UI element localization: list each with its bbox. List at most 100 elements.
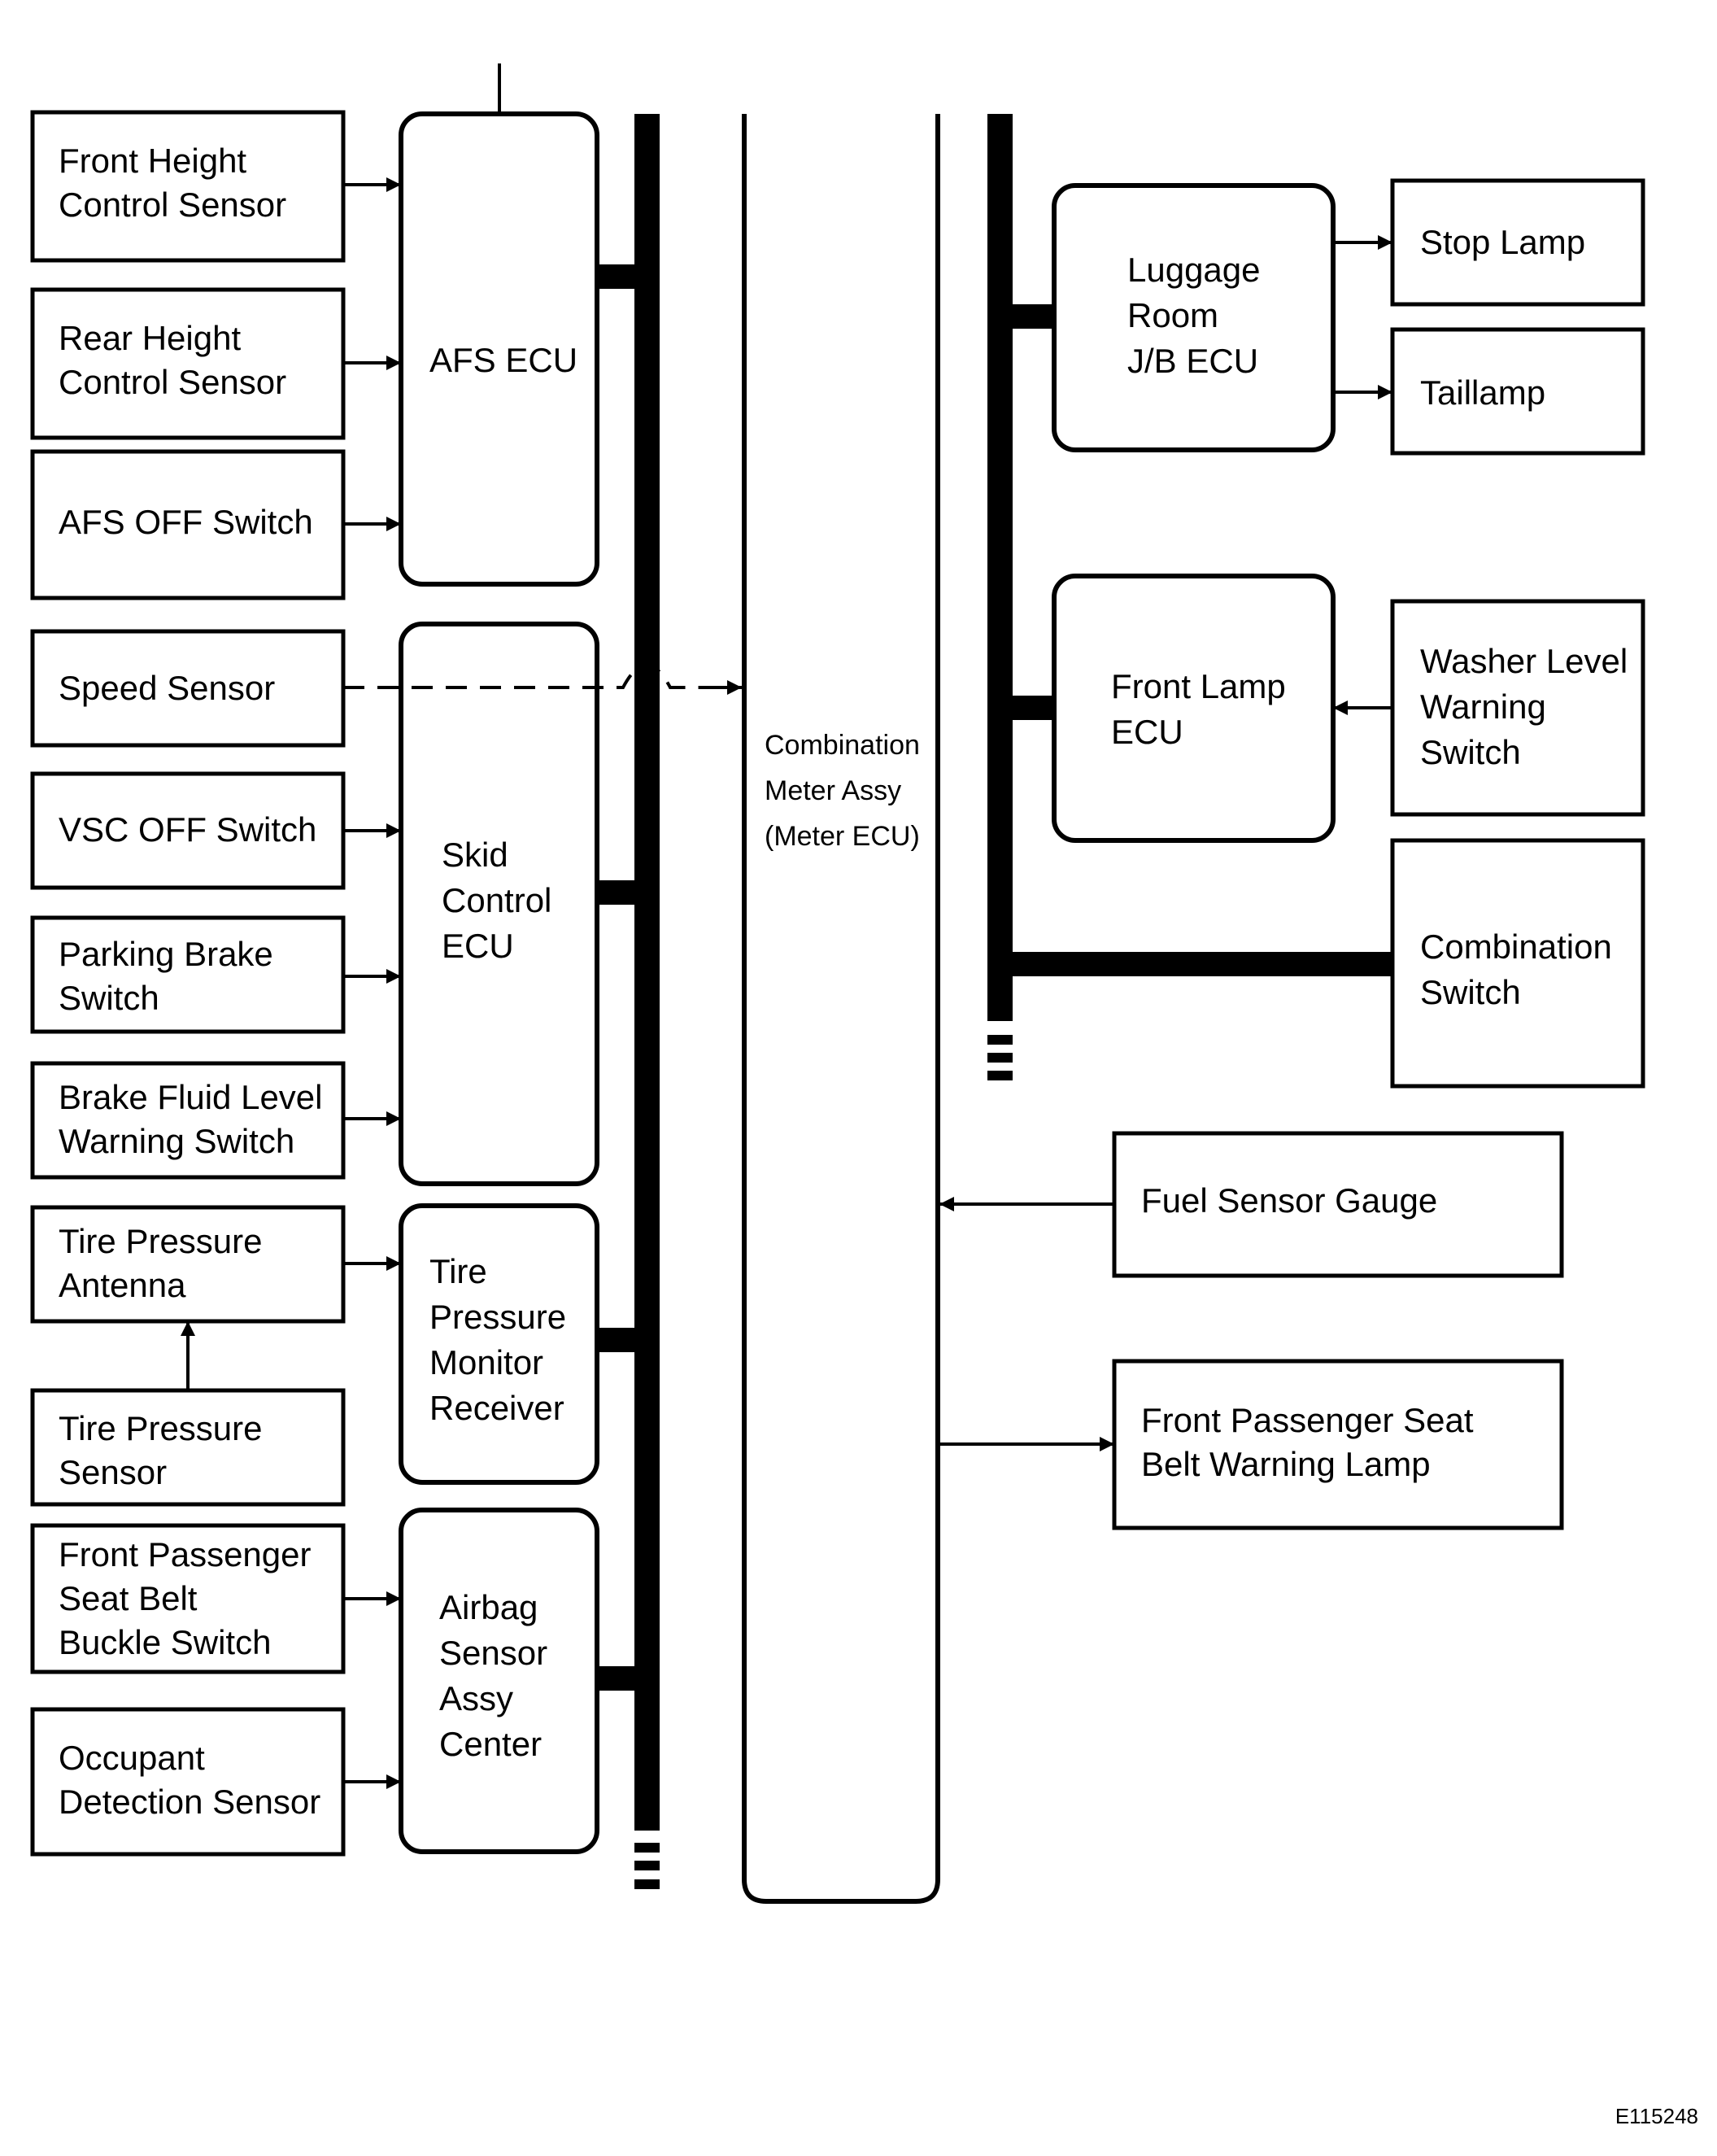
combination-meter-box	[742, 114, 940, 1904]
airbag-bus-stub	[597, 1666, 638, 1691]
fuel-sensor-gauge-label: Fuel Sensor Gauge	[1141, 1181, 1437, 1220]
label-line: Tire	[429, 1252, 487, 1290]
label-line: Buckle Switch	[59, 1623, 271, 1661]
label-line: Assy	[439, 1679, 513, 1717]
luggage-room-ecu-box	[1052, 183, 1336, 452]
skid-control-ecu-box	[399, 622, 599, 1186]
label-line: Tire Pressure	[59, 1222, 263, 1260]
label-line: Monitor	[429, 1343, 543, 1381]
vsc-off-switch-box	[30, 771, 346, 890]
label-line: Tire Pressure	[59, 1409, 263, 1447]
label-line: AFS OFF Switch	[59, 503, 313, 541]
label-line: Front Lamp	[1111, 667, 1286, 705]
label-line: Switch	[59, 979, 159, 1017]
tire-pressure-receiver-box	[399, 1203, 599, 1485]
label-line: Speed Sensor	[59, 669, 275, 707]
label-line: Detection Sensor	[59, 1783, 320, 1821]
speed-sensor-label: Speed Sensor	[59, 669, 275, 707]
stop-lamp-box	[1390, 178, 1645, 307]
tire-pressure-antenna-box	[30, 1205, 346, 1324]
fuel-sensor-gauge-box	[1112, 1131, 1564, 1278]
luggage-bus-stub	[1009, 304, 1054, 329]
parking-brake-switch-box	[30, 915, 346, 1034]
label-line: Warning Switch	[59, 1122, 294, 1160]
label-line: ECU	[1111, 713, 1183, 751]
label-line: Sensor	[439, 1634, 547, 1672]
label-line: Combination	[1420, 927, 1612, 966]
label-line: Front Passenger	[59, 1535, 312, 1573]
speed-sensor-box	[30, 629, 346, 748]
label-line: (Meter ECU)	[765, 821, 920, 852]
label-line: Control Sensor	[59, 185, 286, 224]
right-can-bus	[987, 114, 1013, 1021]
occupant-sensor-box	[30, 1707, 346, 1857]
label-line: Occupant	[59, 1739, 205, 1777]
combination-switch-bus-stub	[1009, 952, 1392, 976]
label-line: Skid	[442, 836, 508, 874]
label-line: Antenna	[59, 1266, 186, 1304]
label-line: Receiver	[429, 1389, 564, 1427]
afs-off-switch-box	[30, 449, 346, 600]
label-line: Brake Fluid Level	[59, 1078, 323, 1116]
left-can-bus	[634, 114, 660, 1831]
front-height-sensor-box	[30, 110, 346, 263]
afs-bus-stub	[597, 264, 638, 289]
afs-ecu-label: AFS ECU	[429, 341, 577, 379]
label-line: Taillamp	[1420, 373, 1545, 412]
label-line: ECU	[442, 927, 514, 965]
skid-bus-stub	[597, 880, 638, 905]
brake-fluid-switch-box	[30, 1061, 346, 1180]
label-line: Combination	[765, 730, 920, 761]
label-line: Stop Lamp	[1420, 223, 1585, 261]
front-lamp-bus-stub	[1009, 696, 1054, 720]
label-line: Luggage	[1127, 251, 1261, 289]
label-line: Rear Height	[59, 319, 241, 357]
vsc-off-switch-label: VSC OFF Switch	[59, 810, 316, 849]
stop-lamp-label: Stop Lamp	[1420, 223, 1585, 261]
label-line: Switch	[1420, 733, 1521, 771]
label-line: Warning	[1420, 687, 1546, 726]
label-line: Belt Warning Lamp	[1141, 1445, 1431, 1483]
combination-switch-box	[1390, 838, 1645, 1089]
label-line: AFS ECU	[429, 341, 577, 379]
front-lamp-ecu-box	[1052, 574, 1336, 843]
figure-code: E115248	[1615, 2104, 1698, 2128]
label-line: Seat Belt	[59, 1579, 198, 1617]
tpms-bus-stub	[597, 1328, 638, 1352]
tire-pressure-sensor-box	[30, 1388, 346, 1507]
taillamp-box	[1390, 327, 1645, 456]
label-line: Sensor	[59, 1453, 167, 1491]
label-line: Switch	[1420, 973, 1521, 1011]
label-line: VSC OFF Switch	[59, 810, 316, 849]
right-bus-continuation	[987, 1035, 1013, 1080]
label-line: Front Height	[59, 142, 246, 180]
label-line: Control	[442, 881, 551, 919]
seat-belt-warning-lamp-box	[1112, 1359, 1564, 1530]
label-line: Front Passenger Seat	[1141, 1401, 1474, 1439]
airbag-sensor-box	[399, 1508, 599, 1854]
label-line: Center	[439, 1725, 542, 1763]
label-line: J/B ECU	[1127, 342, 1258, 380]
label-line: Control Sensor	[59, 363, 286, 401]
speed-sensor-dashed-wire	[343, 663, 736, 689]
label-line: Fuel Sensor Gauge	[1141, 1181, 1437, 1220]
taillamp-label: Taillamp	[1420, 373, 1545, 412]
